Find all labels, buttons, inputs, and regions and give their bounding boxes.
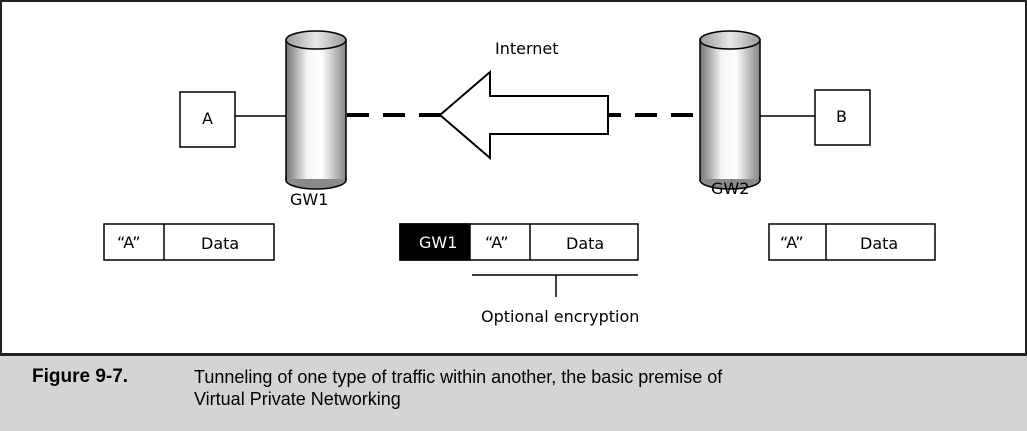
tunnel-arrow <box>438 69 609 161</box>
right-packet <box>768 223 936 261</box>
gw1-label: GW1 <box>290 190 328 209</box>
vpn-diagram: Internet A GW1 GW2 B “A” D <box>0 0 1027 353</box>
internet-label: Internet <box>495 39 559 58</box>
figure-caption: Figure 9-7. Tunneling of one type of tra… <box>0 353 1027 431</box>
caption-line-1: Tunneling of one type of traffic within … <box>194 367 723 387</box>
gw1-cylinder <box>285 30 347 190</box>
figure-caption-text: Tunneling of one type of traffic within … <box>194 366 914 410</box>
host-b-box <box>814 89 871 146</box>
middle-packet-addr: “A” <box>485 233 508 252</box>
middle-packet <box>399 223 639 261</box>
middle-packet-header: GW1 <box>419 233 457 252</box>
host-a-box <box>179 91 236 148</box>
left-packet <box>103 223 275 261</box>
caption-line-2: Virtual Private Networking <box>194 389 401 409</box>
host-a-label: A <box>202 109 213 128</box>
right-packet-addr: “A” <box>780 233 803 252</box>
left-packet-data: Data <box>201 234 239 253</box>
figure-number: Figure 9-7. <box>32 366 129 387</box>
right-packet-data: Data <box>860 234 898 253</box>
middle-packet-data: Data <box>566 234 604 253</box>
gw2-cylinder <box>699 30 761 190</box>
gw2-label: GW2 <box>711 179 749 198</box>
frame-border <box>0 0 1027 353</box>
host-b-label: B <box>836 107 847 126</box>
left-packet-addr: “A” <box>117 233 140 252</box>
encryption-label: Optional encryption <box>481 307 639 326</box>
